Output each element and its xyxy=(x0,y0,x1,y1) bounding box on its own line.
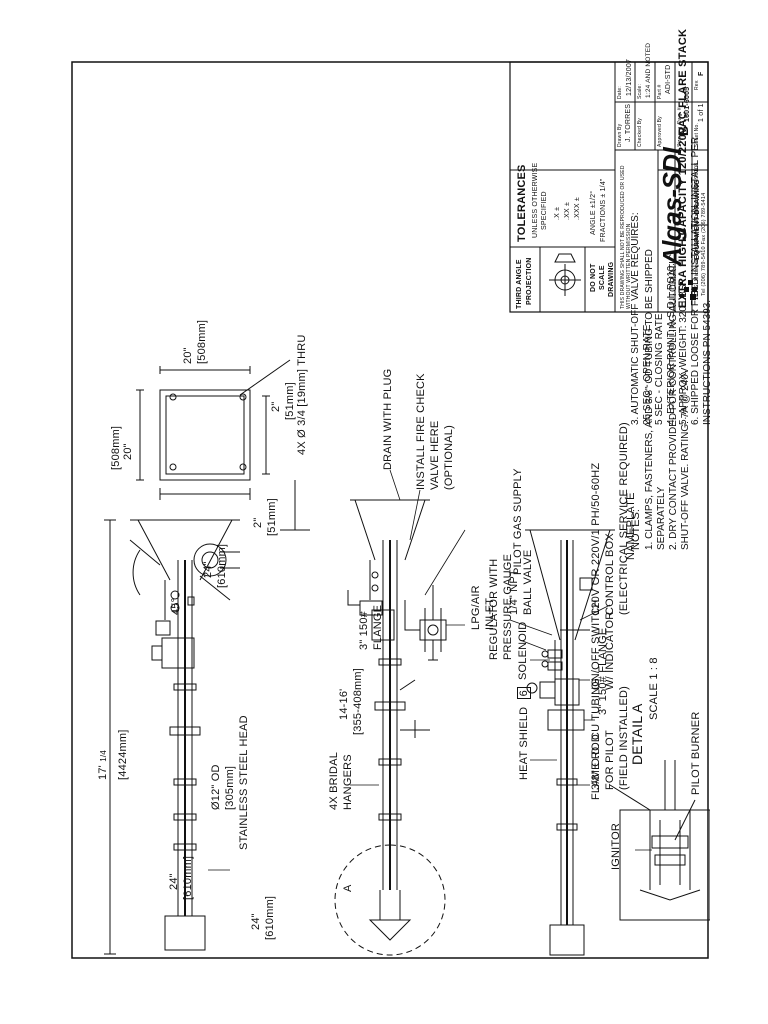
drawing-title-2: EQUIPMENT DRAWING xyxy=(694,179,701,260)
drawn-by-label: Drawn By xyxy=(617,123,623,147)
flange-150-label-2: FLANGE xyxy=(372,604,384,650)
dim-45-deg: 45° xyxy=(170,597,182,615)
date-label: Date: xyxy=(617,86,623,99)
checked-by-label: Checked By xyxy=(637,118,643,147)
note-line-11: INSTRUCTIONS PN 54393. xyxy=(702,299,713,425)
switch-label-2: W/ INDICATOR xyxy=(604,611,616,690)
base-plate-view xyxy=(136,359,310,531)
head-diameter-mm: [305mm] xyxy=(224,765,236,810)
dim-2-a-mm: [51mm] xyxy=(266,498,278,536)
dim-20-a: 20" xyxy=(122,443,134,460)
control-box-label-1: 120V OR 220V/1 PH/50-60HZ xyxy=(590,462,602,615)
dwg-label: Dwg. # xyxy=(677,107,683,124)
hangers-label-2: HANGERS xyxy=(342,754,354,810)
fire-check-label-1: INSTALL FIRE CHECK xyxy=(415,373,427,490)
tolerances-unless-1: UNLESS OTHERWISE xyxy=(532,162,539,238)
dwg-value: 1601-6005 xyxy=(684,86,691,122)
date-value: 12/13/2007 xyxy=(626,58,633,96)
dim-2-a: 2" xyxy=(252,517,264,528)
fire-check-label-2: VALVE HERE xyxy=(429,420,441,490)
dim-24-a-mm: [610mm] xyxy=(182,855,194,900)
approved-by-label: Approved By xyxy=(657,116,663,147)
fire-check-label-3: (OPTIONAL) xyxy=(443,425,455,490)
drain-label: DRAIN WITH PLUG xyxy=(382,368,394,470)
span-label-1: 14-16' xyxy=(338,688,350,720)
overall-height-value: 17' 1/4 xyxy=(97,750,109,780)
rotated-drawing: 17' 1/4 [4424mm] 24" [610mm] 24" [610mm]… xyxy=(70,29,713,960)
projection-label-1: THIRD ANGLE xyxy=(516,259,523,309)
note-line-2: SEPARATELY xyxy=(656,486,667,550)
dim-20-b: 20" xyxy=(182,347,194,364)
tolerances-unless-2: SPECIFIED xyxy=(541,191,548,230)
dim-24-a: 24" xyxy=(168,873,180,890)
dim-20-b-mm: [508mm] xyxy=(196,319,208,364)
head-diameter: Ø12" OD xyxy=(210,764,222,810)
scale-value: 1:24 AND NOTED xyxy=(645,42,652,98)
sheet-border xyxy=(71,61,709,959)
detail-a-marker: A xyxy=(342,884,354,892)
drawing-title-1: EXTRA HIGH CAPACITY 120/220VAC FLARE STA… xyxy=(677,28,689,308)
pilot-burner-label: PILOT BURNER xyxy=(690,711,702,796)
do-not-scale-1: DO NOT xyxy=(590,263,597,292)
tolerance-x: .X ± xyxy=(554,206,561,220)
heat-shield-note-ref: 6 xyxy=(517,687,531,700)
title-block-frame xyxy=(509,61,709,313)
detail-a-view xyxy=(609,760,710,921)
projection-label-2: PROJECTION xyxy=(526,257,533,305)
note-line-6: 25 SEC - OPEN RATE xyxy=(642,324,653,425)
tubing-label-2: FOR PILOT xyxy=(604,730,616,790)
size-label: Size xyxy=(677,136,683,147)
size-value: B xyxy=(675,125,691,136)
sheet-value: 1 of 1 xyxy=(698,103,705,122)
flare-stack-view-2 xyxy=(334,499,447,956)
dim-24-c: 24" xyxy=(202,561,214,578)
overall-height-mm: [4424mm] xyxy=(117,729,129,780)
tolerance-fraction: FRACTIONS ± 1/4" xyxy=(600,178,607,242)
drawing-linework xyxy=(71,61,710,959)
ball-valve-label-1: 1/4" NPT xyxy=(508,569,520,615)
dim-24-b-mm: [610mm] xyxy=(264,895,276,940)
tolerance-xx: .XX ± xyxy=(564,201,571,220)
do-not-scale-2: SCALE xyxy=(599,265,606,290)
span-label-2: [355-408mm] xyxy=(352,667,364,735)
control-box-label-2: CONTROL BOX xyxy=(604,533,616,615)
note-line-7: 5 SEC - CLOSING RATE xyxy=(654,313,665,425)
tolerances-title: TOLERANCES xyxy=(516,164,528,242)
lpg-inlet-label-1: LPG/AIR xyxy=(470,585,482,630)
sheet-label: Sheet No. xyxy=(694,122,700,147)
detail-a-scale: SCALE 1 : 8 xyxy=(648,657,660,720)
confidential-notice: THIS DRAWING SHALL NOT BE REPRODUCED OR … xyxy=(620,165,632,309)
flare-stack-view-3 xyxy=(525,529,615,956)
tolerance-xxx: .XXX ± xyxy=(574,197,581,220)
ignitor-label: IGNITOR xyxy=(610,822,622,870)
rev-label: Rev. xyxy=(694,79,700,90)
dim-24-c-mm: [610mm] xyxy=(216,543,228,588)
regulator-label-1: REGULATOR WITH xyxy=(488,558,500,660)
tolerance-angle: ANGLE ±1/2° xyxy=(590,190,597,235)
heat-shield-label: HEAT SHIELD 6 xyxy=(517,687,531,780)
hangers-label-1: 4X BRIDAL xyxy=(328,751,340,810)
scale-label: Scale: xyxy=(637,83,643,99)
part-label: Part # xyxy=(657,84,663,99)
dim-20-a-mm: [508mm] xyxy=(110,425,122,470)
overall-height-dimension xyxy=(104,519,116,955)
rev-value: F xyxy=(698,71,705,76)
pilot-gas-label: PILOT GAS SUPPLY xyxy=(512,468,524,575)
drawn-by-value: J. TORRES xyxy=(625,103,632,142)
do-not-scale-3: DRAWING xyxy=(608,261,615,297)
flare-stack-view-1 xyxy=(129,519,240,951)
notes-heading: NOTES: xyxy=(630,509,642,550)
dim-24-b: 24" xyxy=(250,913,262,930)
part-value: ADI-STD xyxy=(665,64,672,94)
flange-150-label-1: 3" 150# xyxy=(358,611,370,650)
solenoid-label: SOLENOID xyxy=(517,621,529,680)
holes-callout: 4X Ø 3/4 [19mm] THRU xyxy=(296,334,308,455)
head-label: STAINLESS STEEL HEAD xyxy=(238,715,250,850)
callout-leaders xyxy=(208,469,652,871)
detail-a-title: DETAIL A xyxy=(629,703,645,765)
flame-rod-label: FLAME ROD xyxy=(590,734,602,800)
dim-2-b-mm: [51mm] xyxy=(284,382,296,420)
dim-2-b: 2" xyxy=(270,401,282,412)
